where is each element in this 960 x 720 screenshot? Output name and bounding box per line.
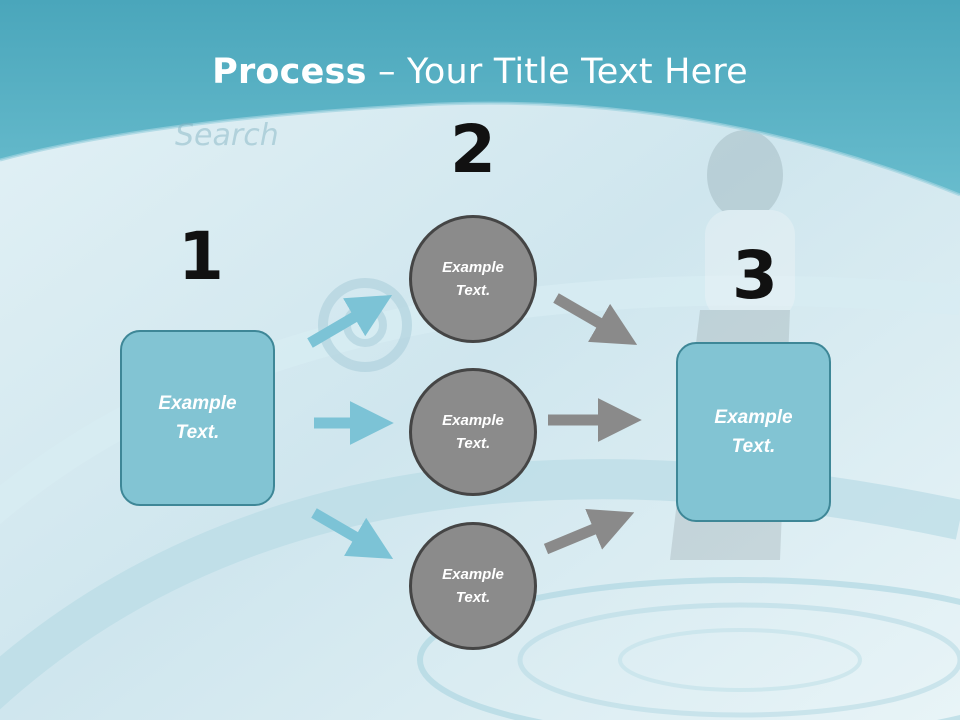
step-2-circle-top[interactable]: Example Text. [409, 215, 537, 343]
slide-title[interactable]: Process – Your Title Text Here [0, 52, 960, 92]
step-number-2: 2 [450, 111, 496, 188]
step-2-circle-top-label: Example Text. [442, 259, 504, 299]
step-1-box[interactable]: Example Text. [120, 330, 275, 506]
step-2-circle-middle[interactable]: Example Text. [409, 368, 537, 496]
step-3-label: Example Text. [714, 407, 793, 457]
arrow-2c-to-3 [543, 508, 635, 555]
step-2-circle-bottom-label: Example Text. [442, 566, 504, 606]
arrow-2a-to-3 [553, 293, 638, 345]
arrow-1-to-2a [307, 295, 393, 348]
title-strong: Process [212, 52, 367, 92]
step-2-circle-bottom[interactable]: Example Text. [409, 522, 537, 650]
step-1-label: Example Text. [158, 393, 237, 443]
title-rest: – Your Title Text Here [366, 52, 748, 92]
step-number-3: 3 [732, 237, 778, 314]
step-2-circle-middle-label: Example Text. [442, 412, 504, 452]
background-search-text: Search [175, 118, 279, 153]
step-3-box[interactable]: Example Text. [676, 342, 831, 522]
arrow-1-to-2c [311, 508, 394, 559]
step-number-1: 1 [178, 218, 224, 295]
